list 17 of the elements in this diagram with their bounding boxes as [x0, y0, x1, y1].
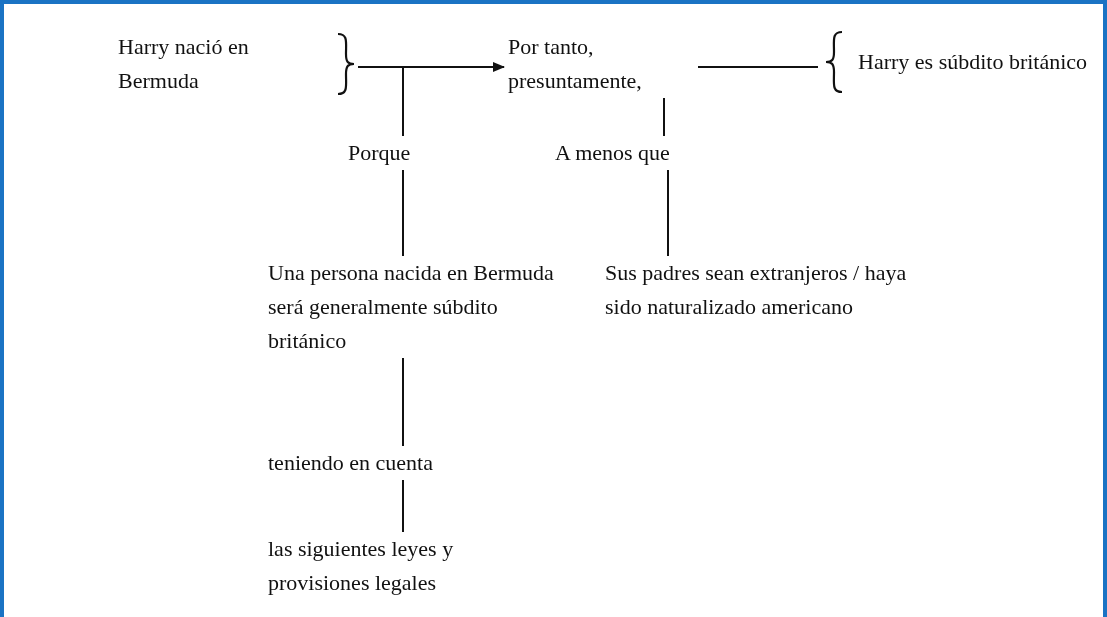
connector-line	[667, 169, 669, 257]
node-text: las siguientes leyes y provisiones legales	[268, 535, 455, 597]
node-text: Harry nació en Bermuda	[118, 33, 250, 95]
node-text: A menos que	[555, 139, 670, 167]
connector-line	[402, 479, 404, 533]
node-text: Una persona nacida en Bermuda será generalmente súbdito británico	[268, 259, 555, 355]
node-text: Porque	[348, 139, 411, 167]
connector-line	[697, 66, 819, 68]
connector-line	[402, 169, 404, 257]
node-text: Harry es súbdito británico	[858, 48, 1089, 76]
node-text: teniendo en cuenta	[268, 449, 433, 477]
connector-line	[357, 62, 505, 72]
connector-line	[402, 66, 404, 137]
node-text: Por tanto, presuntamente,	[508, 33, 643, 95]
connector-line	[663, 97, 665, 137]
node-text: Sus padres sean extranjeros / haya sido naturalizado americano	[605, 259, 908, 321]
connector-line	[402, 357, 404, 447]
